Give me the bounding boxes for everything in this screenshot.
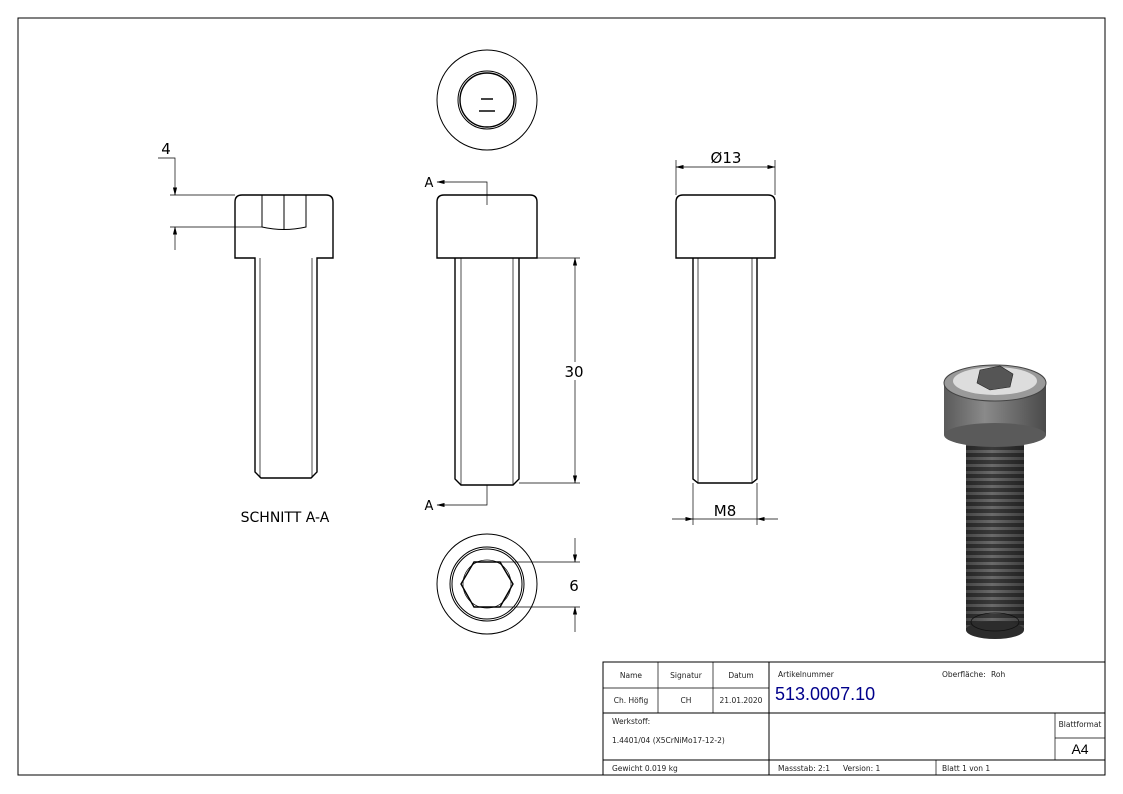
title-block: Name Signatur Datum Ch. Höfig CH 21.01.2…: [602, 661, 1106, 776]
artikelnummer-value: 513.0007.10: [775, 684, 875, 704]
screw-3d-render: [943, 364, 1047, 639]
blattformat-value: A4: [1071, 741, 1088, 757]
section-label: SCHNITT A-A: [241, 510, 330, 526]
name-header: Name: [620, 671, 643, 680]
dim-socket: 6: [569, 577, 579, 595]
front-view: A A 30: [425, 176, 586, 514]
section-marker-bottom: A: [425, 499, 434, 514]
dim-head-depth: 4: [161, 140, 171, 158]
blattformat-label: Blattformat: [1059, 720, 1102, 729]
oberflaeche-value: Roh: [991, 670, 1005, 679]
name-value: Ch. Höfig: [614, 696, 649, 705]
bottom-view: 6: [436, 533, 580, 635]
blatt: Blatt 1 von 1: [942, 764, 990, 773]
dim-head-diameter: Ø13: [711, 149, 742, 167]
datum-value: 21.01.2020: [720, 696, 763, 705]
werkstoff-label: Werkstoff:: [612, 717, 650, 726]
side-view: Ø13 M8: [672, 149, 778, 525]
gewicht: Gewicht 0.019 kg: [612, 764, 678, 773]
artikelnummer-label: Artikelnummer: [778, 670, 835, 679]
signatur-header: Signatur: [670, 671, 703, 680]
section-view: 4 SCHNITT A-A: [158, 140, 334, 526]
dim-length: 30: [564, 363, 583, 381]
top-view: [436, 49, 538, 151]
version: Version: 1: [843, 764, 880, 773]
oberflaeche-label: Oberfläche:: [942, 670, 986, 679]
signatur-value: CH: [681, 696, 692, 705]
sheet-border: [17, 17, 1106, 776]
datum-header: Datum: [728, 671, 753, 680]
massstab: Massstab: 2:1: [778, 764, 830, 773]
werkstoff-value: 1.4401/04 (X5CrNiMo17-12-2): [612, 736, 725, 745]
dim-thread: M8: [714, 502, 737, 520]
section-marker-top: A: [425, 176, 434, 191]
